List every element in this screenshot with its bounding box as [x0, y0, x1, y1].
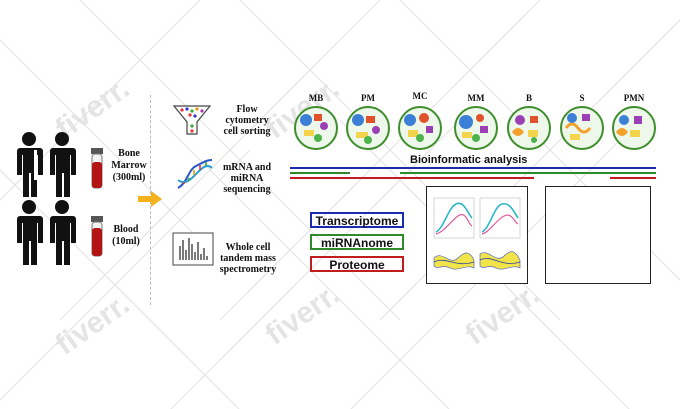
cell-label-s: S	[579, 93, 585, 103]
cell-circle-pmn	[612, 106, 656, 150]
dna-icon	[177, 159, 213, 189]
blood-label: Blood (10ml)	[112, 224, 140, 247]
cell-label-mm: MM	[467, 93, 485, 103]
cell-label-mb: MB	[308, 93, 324, 103]
cell-contents	[300, 113, 642, 144]
analysis-lines	[290, 167, 656, 179]
method-label-ms: Whole cell tandem mass spectrometry	[219, 242, 277, 275]
cell-circle-mc	[398, 106, 442, 150]
omics-box-proteome: Proteome	[310, 256, 404, 272]
cell-label-pm: PM	[361, 93, 375, 103]
cell-circle-mm	[454, 106, 498, 150]
method-label-flow: Flow cytometry cell sorting	[223, 104, 271, 137]
marrow-tube-icon	[91, 148, 103, 189]
marrow-label: Bone Marrow (300ml)	[111, 148, 147, 183]
cell-label-mc: MC	[412, 91, 428, 101]
cell-label-pmn: PMN	[623, 93, 645, 103]
result-plots-thumbnail	[433, 197, 521, 270]
omics-box-mirnanome: miRNAnome	[310, 234, 404, 250]
method-label-seq: mRNA and miRNA sequencing	[222, 162, 272, 195]
spectrum-icon	[172, 232, 214, 266]
arrow-icon	[138, 191, 162, 207]
cell-label-b: B	[525, 93, 532, 103]
analysis-title: Bioinformatic analysis	[410, 154, 528, 166]
empty-panel	[545, 186, 651, 284]
blood-tube-icon	[91, 216, 103, 257]
people-icon	[17, 132, 76, 265]
funnel-icon	[172, 105, 212, 135]
cell-circle-b	[507, 106, 551, 150]
cell-circle-mb	[294, 106, 338, 150]
omics-box-transcriptome: Transcriptome	[310, 212, 404, 228]
